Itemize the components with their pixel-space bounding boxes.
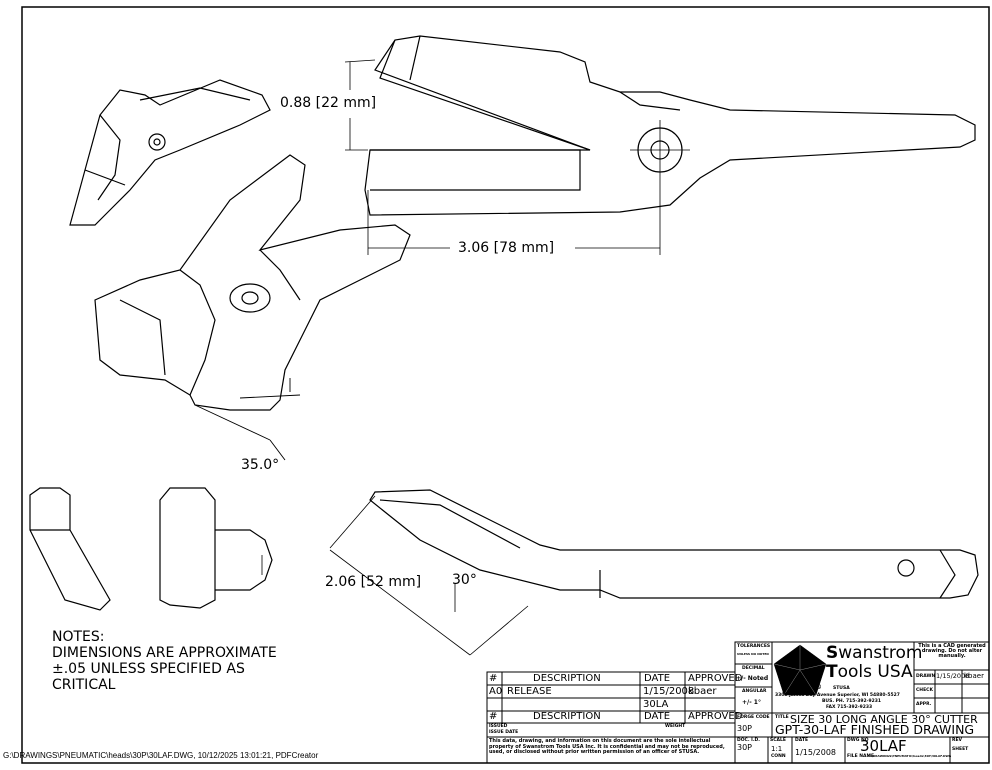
forge-code: 30P (737, 724, 753, 733)
decimal-label: DECIMAL (742, 666, 765, 671)
angular-label: ANGULAR (742, 689, 767, 694)
sheet-label: SHEET (952, 747, 969, 752)
date-label: DATE (795, 738, 809, 743)
dim-jaw-height: 2.06 [52 mm] (325, 574, 422, 590)
side-view-open (344, 35, 976, 255)
rev-footer-date: DATE (644, 711, 671, 722)
drawn-by: kbaer (964, 672, 984, 680)
dim-angle-iso: 35.0° (241, 457, 280, 473)
print-footer: G:\DRAWINGS\PNEUMATIC\heads\30P\30LAF.DW… (3, 751, 319, 760)
iso-large-view (94, 154, 411, 461)
title-line2: GPT-30-LAF FINISHED DRAWING (775, 722, 975, 737)
rev-footer-description: DESCRIPTION (533, 711, 601, 722)
tolerances-sub: UNLESS NO NOTED (737, 652, 769, 656)
stusa-label: STUSA (833, 686, 850, 691)
company-initial-t: T (826, 662, 838, 682)
decimal-value: +/- Noted (736, 675, 769, 682)
rev-header-approved: APPROVED (688, 673, 743, 684)
date: 1/15/2008 (795, 748, 837, 757)
rev-header-num: # (489, 673, 498, 684)
title-line1: SIZE 30 LONG ANGLE 30° CUTTER (790, 713, 978, 726)
company-word2: ools USA (837, 662, 913, 682)
notes-title: NOTES: (52, 629, 105, 645)
forge-code-label: FORGE CODE (737, 715, 770, 720)
notes-line: DIMENSIONS ARE APPROXIMATE (52, 645, 277, 661)
company-name-line2: Tools USA (826, 664, 913, 681)
angular-value: +/- 1° (742, 699, 761, 706)
file-name: G:\DRAWINGS\PNEUMATIC\heads\30P\30LAF.DW… (868, 754, 952, 758)
rev-footer-approved: APPROVED (688, 711, 743, 722)
end-view (29, 487, 273, 611)
dim-side-angle: 30° (452, 572, 477, 588)
address: 3300 James Day Avenue Superior, WI 54880… (775, 693, 900, 698)
units: CONN (771, 754, 786, 759)
registered-mark: ® (815, 683, 822, 691)
dwg-no-label: DWG NO (847, 738, 869, 743)
doc-id-label: DOC. I.D. (737, 738, 760, 743)
dim-length: 3.06 [78 mm] (458, 240, 555, 256)
company-word1: wanstrom (838, 643, 923, 663)
appr-label: APPR. (916, 702, 932, 707)
cad-note: This is a CAD generated drawing. Do not … (918, 643, 986, 659)
side-view-closed (329, 489, 979, 656)
rev-row-num: A0 (489, 686, 503, 697)
rev-row-approved: kbaer (688, 686, 717, 697)
iso-small-view (69, 79, 271, 226)
rev-row-description: RELEASE (507, 686, 552, 697)
scale-label: SCALE (770, 738, 786, 743)
phone: BUS. PH. 715-392-9231 (822, 699, 881, 704)
rev-header-description: DESCRIPTION (533, 673, 601, 684)
issued-label: ISSUED (489, 724, 508, 729)
tolerances-label: TOLERANCES (737, 644, 771, 649)
issue-date-label: ISSUE DATE (489, 730, 519, 735)
doc-id: 30P (737, 743, 753, 752)
dwg-no: 30LAF (860, 737, 907, 755)
title-block-lines (486, 641, 990, 764)
rev-row-date: 30LA (643, 699, 669, 710)
check-label: CHECK (916, 688, 933, 693)
notes-line: ±.05 UNLESS SPECIFIED AS (52, 661, 245, 677)
rev-footer-num: # (489, 711, 498, 722)
file-name-label: FILE NAME (847, 754, 875, 759)
company-initial-s: S (826, 643, 839, 663)
rev-label: REV (952, 738, 963, 743)
rev-row-date: 1/15/2008 (643, 686, 695, 697)
disclaimer: This data, drawing, and information on t… (489, 738, 725, 756)
title-label: TITLE (775, 715, 789, 720)
rev-header-date: DATE (644, 673, 671, 684)
dim-jaw-opening: 0.88 [22 mm] (280, 95, 377, 111)
fax: FAX 715-392-9233 (826, 705, 873, 710)
drawn-date: 1/15/2008 (936, 672, 970, 680)
company-name-line1: Swanstrom (826, 645, 922, 662)
drawn-label: DRAWN (916, 674, 936, 679)
notes: NOTES: DIMENSIONS ARE APPROXIMATE ±.05 U… (52, 629, 277, 693)
swanstrom-logo (773, 644, 827, 696)
scale: 1:1 (771, 745, 783, 753)
weight-label: WEIGHT (665, 724, 686, 729)
notes-line: CRITICAL (52, 677, 116, 693)
